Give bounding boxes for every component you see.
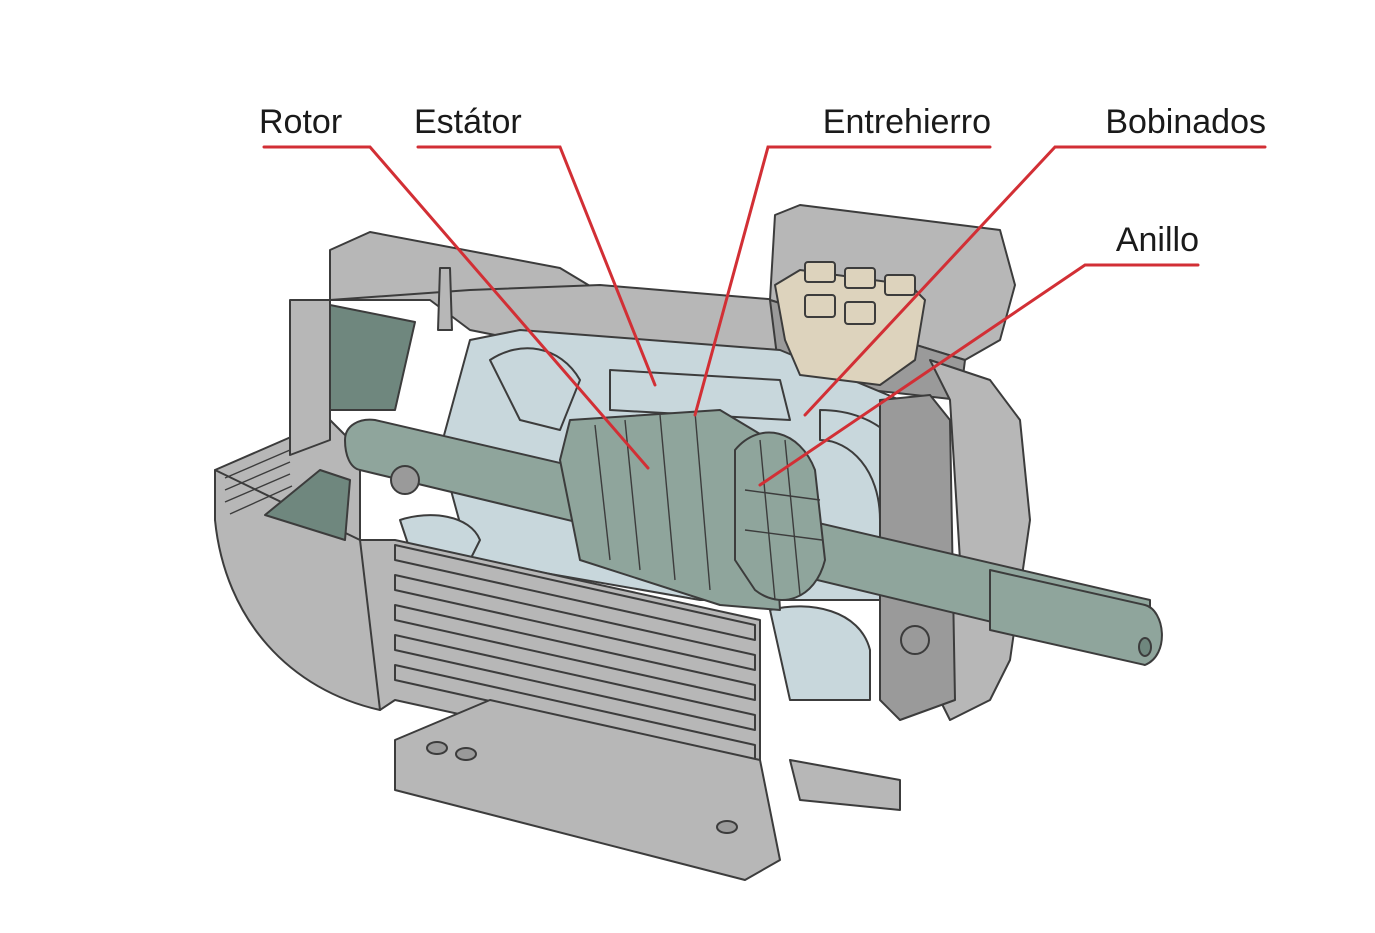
fan-blade-lower [264,469,351,541]
cooling-fins [394,544,756,761]
rear-foot-fins [789,759,901,811]
rotor-core [559,409,781,611]
motor-illustration [214,204,1163,881]
label-air-gap: Entrehierro [823,103,991,141]
bolt-hole [716,820,738,834]
leader-line-rotor [262,145,650,470]
end-ring [734,431,826,601]
bolt-hole [455,747,477,761]
label-stator: Estátor [414,103,522,141]
label-rotor: Rotor [259,103,342,141]
labels: Rotor Estátor Entrehierro Bobinados Anil… [259,103,1266,259]
winding-top-left [489,347,581,431]
winding-bottom [769,605,871,701]
rotor-bars [594,411,711,591]
bolt-hole [426,741,448,755]
shaft-hole [1138,637,1152,657]
fan-cover-side [289,299,331,456]
terminal-posts [804,261,916,325]
leader-line-ring [758,263,1200,487]
leader-line-stator [416,145,657,387]
leader-line-windings [803,145,1267,417]
shaft-end [989,569,1163,666]
bearing-front [900,625,930,655]
fan-blade [329,304,416,411]
leader-line-air-gap [693,145,992,417]
grease-nipple [437,267,453,331]
label-windings: Bobinados [1105,103,1266,141]
leader-lines [262,145,1267,487]
bearing-rear [390,465,420,495]
mounting-foot [394,699,781,881]
label-ring: Anillo [1116,221,1199,259]
